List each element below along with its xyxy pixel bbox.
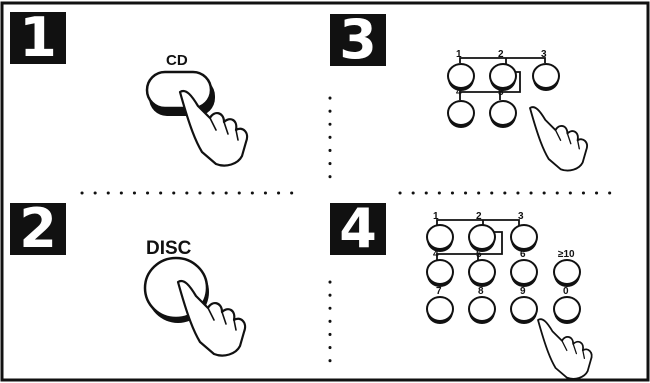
keypad-key <box>426 296 454 325</box>
keypad-key <box>510 259 538 288</box>
key-label: 6 <box>520 249 526 260</box>
step-number: 4 <box>339 197 377 260</box>
key-label: 5 <box>476 249 482 260</box>
step-badge: 2 <box>10 197 66 260</box>
key-label: 2 <box>476 211 482 222</box>
keypad-key <box>510 224 538 253</box>
key-label: ≥10 <box>558 249 575 260</box>
keypad-key <box>510 296 538 325</box>
keypad-key <box>468 259 496 288</box>
keypad-key <box>426 259 454 288</box>
keypad-step3: 1 2 3 4 5 <box>447 49 560 129</box>
key-label: 1 <box>456 49 462 60</box>
keypad-key <box>426 224 454 253</box>
step-badge: 4 <box>330 197 386 260</box>
key-label: 4 <box>433 249 439 260</box>
keypad-key <box>489 100 517 129</box>
hand-pointer-icon <box>529 106 588 172</box>
keypad-key <box>553 296 581 325</box>
disc-button-label: DISC <box>146 238 192 259</box>
key-label: 2 <box>498 49 504 60</box>
hand-pointer-icon <box>537 318 593 380</box>
key-label: 3 <box>541 49 547 60</box>
key-label: 3 <box>518 211 524 222</box>
key-label: 1 <box>433 211 439 222</box>
step-number: 2 <box>19 197 57 260</box>
key-label: 0 <box>563 286 569 297</box>
key-label: 7 <box>436 286 442 297</box>
step-badge: 3 <box>330 8 386 71</box>
keypad-step4: 1 2 3 4 5 6 ≥10 7 8 9 0 <box>426 211 581 325</box>
step-number: 3 <box>339 8 377 71</box>
keypad-key <box>532 63 560 92</box>
keypad-key <box>468 224 496 253</box>
key-label: 4 <box>456 87 462 98</box>
step-badge: 1 <box>10 6 66 69</box>
key-label: 5 <box>498 87 504 98</box>
key-label: 8 <box>478 286 484 297</box>
keypad-key <box>553 259 581 288</box>
cd-button-label: CD <box>166 52 188 69</box>
keypad-key <box>447 100 475 129</box>
keypad-key <box>468 296 496 325</box>
key-label: 9 <box>520 286 526 297</box>
step-number: 1 <box>19 6 57 69</box>
